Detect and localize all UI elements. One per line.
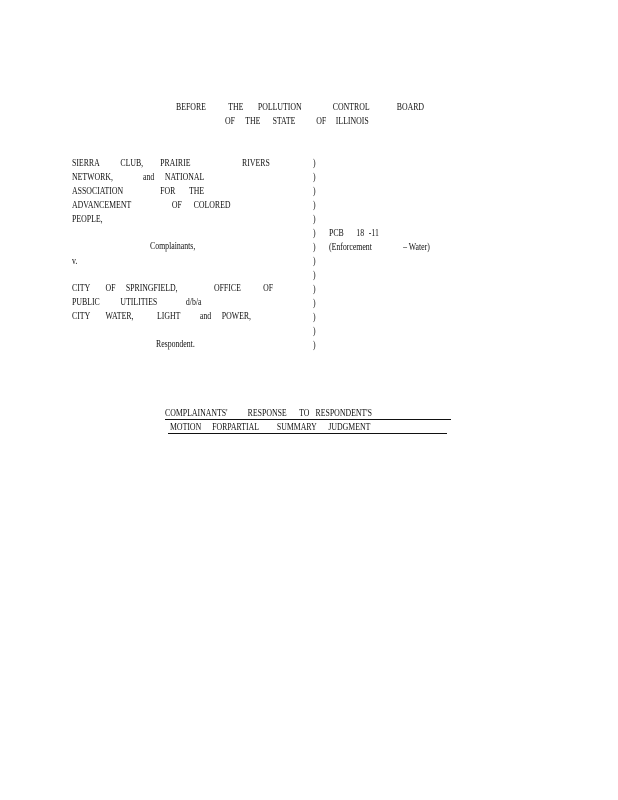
caption-paren: ) bbox=[313, 214, 316, 225]
heading-word: BEFORE bbox=[176, 102, 206, 113]
heading-word: STATE bbox=[272, 116, 296, 127]
heading-word: OF bbox=[316, 116, 327, 127]
party-word: OF bbox=[263, 283, 274, 294]
title-word: COMPLAINANTS' bbox=[165, 408, 228, 419]
party-word: ADVANCEMENT bbox=[72, 200, 132, 211]
caption-paren: ) bbox=[313, 186, 316, 197]
caption-paren: ) bbox=[313, 172, 316, 183]
heading-word: ILLINOIS bbox=[335, 116, 369, 127]
party-word: PEOPLE, bbox=[72, 214, 103, 225]
complainants-label: Complainants, bbox=[150, 241, 196, 252]
caption-paren: ) bbox=[313, 270, 316, 281]
title-word: JUDGMENT bbox=[328, 422, 371, 433]
party-word: CLUB, bbox=[120, 158, 144, 169]
title-word: RESPONSE bbox=[247, 408, 287, 419]
case-number-part: 18 bbox=[356, 228, 365, 239]
party-word: PRAIRIE bbox=[160, 158, 191, 169]
party-word: THE bbox=[189, 186, 205, 197]
party-word: d/b/a bbox=[185, 297, 202, 308]
party-word: OFFICE bbox=[213, 283, 241, 294]
party-word: CITY bbox=[72, 311, 91, 322]
party-word: FOR bbox=[160, 186, 176, 197]
caption-paren: ) bbox=[313, 284, 316, 295]
title-word: TO bbox=[299, 408, 310, 419]
party-word: SIERRA bbox=[72, 158, 100, 169]
party-word: ASSOCIATION bbox=[72, 186, 124, 197]
heading-word: THE bbox=[228, 102, 244, 113]
party-word: OF bbox=[105, 283, 116, 294]
party-word: and bbox=[199, 311, 212, 322]
title-word: FORPARTIAL bbox=[212, 422, 260, 433]
party-word: UTILITIES bbox=[120, 297, 158, 308]
title-word: MOTION bbox=[170, 422, 202, 433]
title-underline-2 bbox=[168, 433, 447, 434]
heading-word: CONTROL bbox=[332, 102, 370, 113]
title-word: RESPONDENT'S bbox=[315, 408, 372, 419]
party-word: POWER, bbox=[221, 311, 252, 322]
caption-paren: ) bbox=[313, 340, 316, 351]
party-word: OF bbox=[171, 200, 182, 211]
title-word: SUMMARY bbox=[276, 422, 317, 433]
caption-paren: ) bbox=[313, 228, 316, 239]
party-word: and bbox=[142, 172, 155, 183]
title-underline-1 bbox=[165, 419, 451, 420]
case-number-part: -11 bbox=[368, 228, 379, 239]
caption-paren: ) bbox=[313, 256, 316, 267]
respondent-label: Respondent. bbox=[156, 339, 195, 350]
party-word: CITY bbox=[72, 283, 91, 294]
party-word: NATIONAL bbox=[164, 172, 205, 183]
party-word: SPRINGFIELD, bbox=[125, 283, 178, 294]
case-type-part: – Water) bbox=[403, 242, 430, 253]
caption-paren: ) bbox=[313, 298, 316, 309]
party-word: LIGHT bbox=[157, 311, 181, 322]
case-number-part: PCB bbox=[329, 228, 344, 239]
case-type-part: (Enforcement bbox=[329, 242, 372, 253]
heading-word: THE bbox=[245, 116, 261, 127]
party-word: WATER, bbox=[105, 311, 134, 322]
caption-paren: ) bbox=[313, 312, 316, 323]
party-word: PUBLIC bbox=[72, 297, 100, 308]
heading-word: OF bbox=[225, 116, 235, 127]
heading-word: BOARD bbox=[396, 102, 425, 113]
caption-paren: ) bbox=[313, 242, 316, 253]
caption-paren: ) bbox=[313, 200, 316, 211]
party-word: RIVERS bbox=[242, 158, 270, 169]
versus-label: v. bbox=[72, 256, 78, 267]
party-word: COLORED bbox=[193, 200, 231, 211]
party-word: NETWORK, bbox=[72, 172, 113, 183]
caption-paren: ) bbox=[313, 326, 316, 337]
heading-word: POLLUTION bbox=[257, 102, 302, 113]
caption-paren: ) bbox=[313, 158, 316, 169]
